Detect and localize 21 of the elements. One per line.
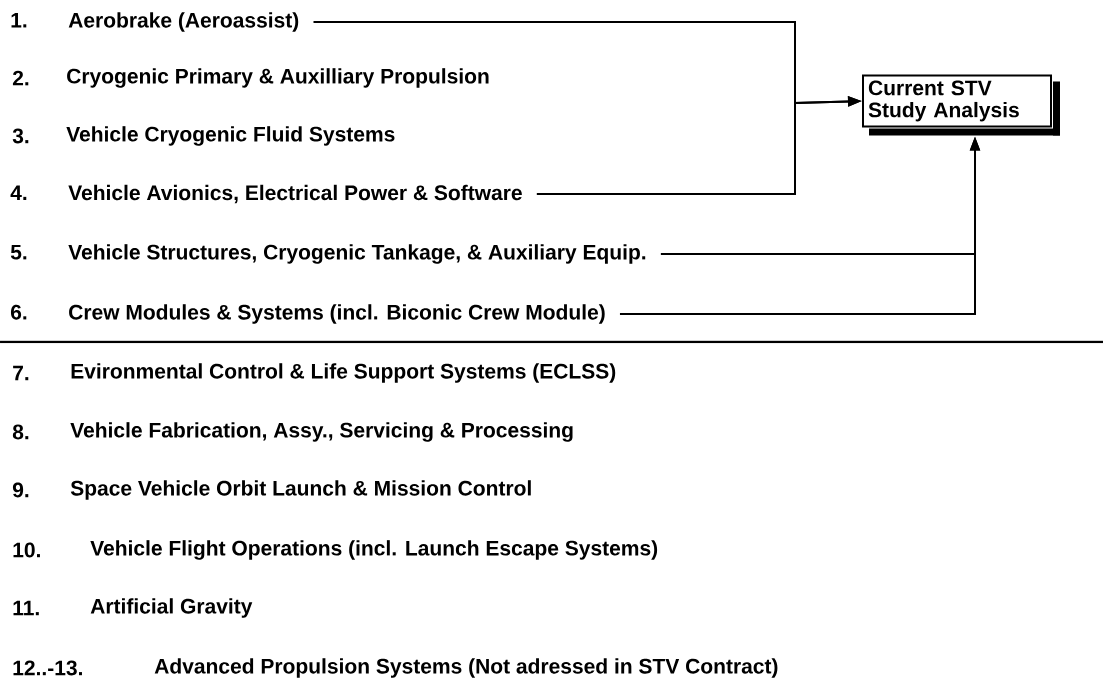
item-text: Vehicle Fabrication, Assy., Servicing & Processing (70, 422, 573, 442)
list-item: 4. Vehicle Avionics, Electrical Power & Software (10, 184, 522, 204)
list-item: 1. Aerobrake (Aeroassist) (11, 12, 299, 32)
item-text: Vehicle Flight Operations (incl. Launch Escape Systems) (90, 540, 658, 560)
list-item: 6. Crew Modules & Systems (incl. Biconic Crew Module) (11, 304, 605, 324)
list-item: 5. Vehicle Structures, Cryogenic Tankage, & Auxiliary Equip. (10, 244, 646, 264)
item-number: 8. (12, 424, 29, 440)
item-number: 12..-13. (13, 660, 82, 676)
item-text: Evironmental Control & Life Support Systems (ECLSS) (71, 363, 616, 383)
item-number: 7. (13, 365, 29, 381)
item-number: 11. (13, 600, 39, 616)
item-text: Vehicle Cryogenic Fluid Systems (66, 126, 395, 146)
item-text: Cryogenic Primary & Auxilliary Propulsion (67, 68, 489, 88)
item-number: 3. (12, 128, 29, 144)
item-text: Space Vehicle Orbit Launch & Mission Control (70, 480, 531, 500)
item-number: 2. (12, 70, 29, 86)
item-text: Artificial Gravity (90, 598, 253, 618)
item-number: 10. (13, 542, 40, 558)
result-box: Current STV Study Analysis (862, 74, 1060, 136)
item-number: 9. (12, 482, 29, 498)
item-text: Advanced Propulsion Systems (Not adressed in STV Contract) (154, 658, 778, 678)
